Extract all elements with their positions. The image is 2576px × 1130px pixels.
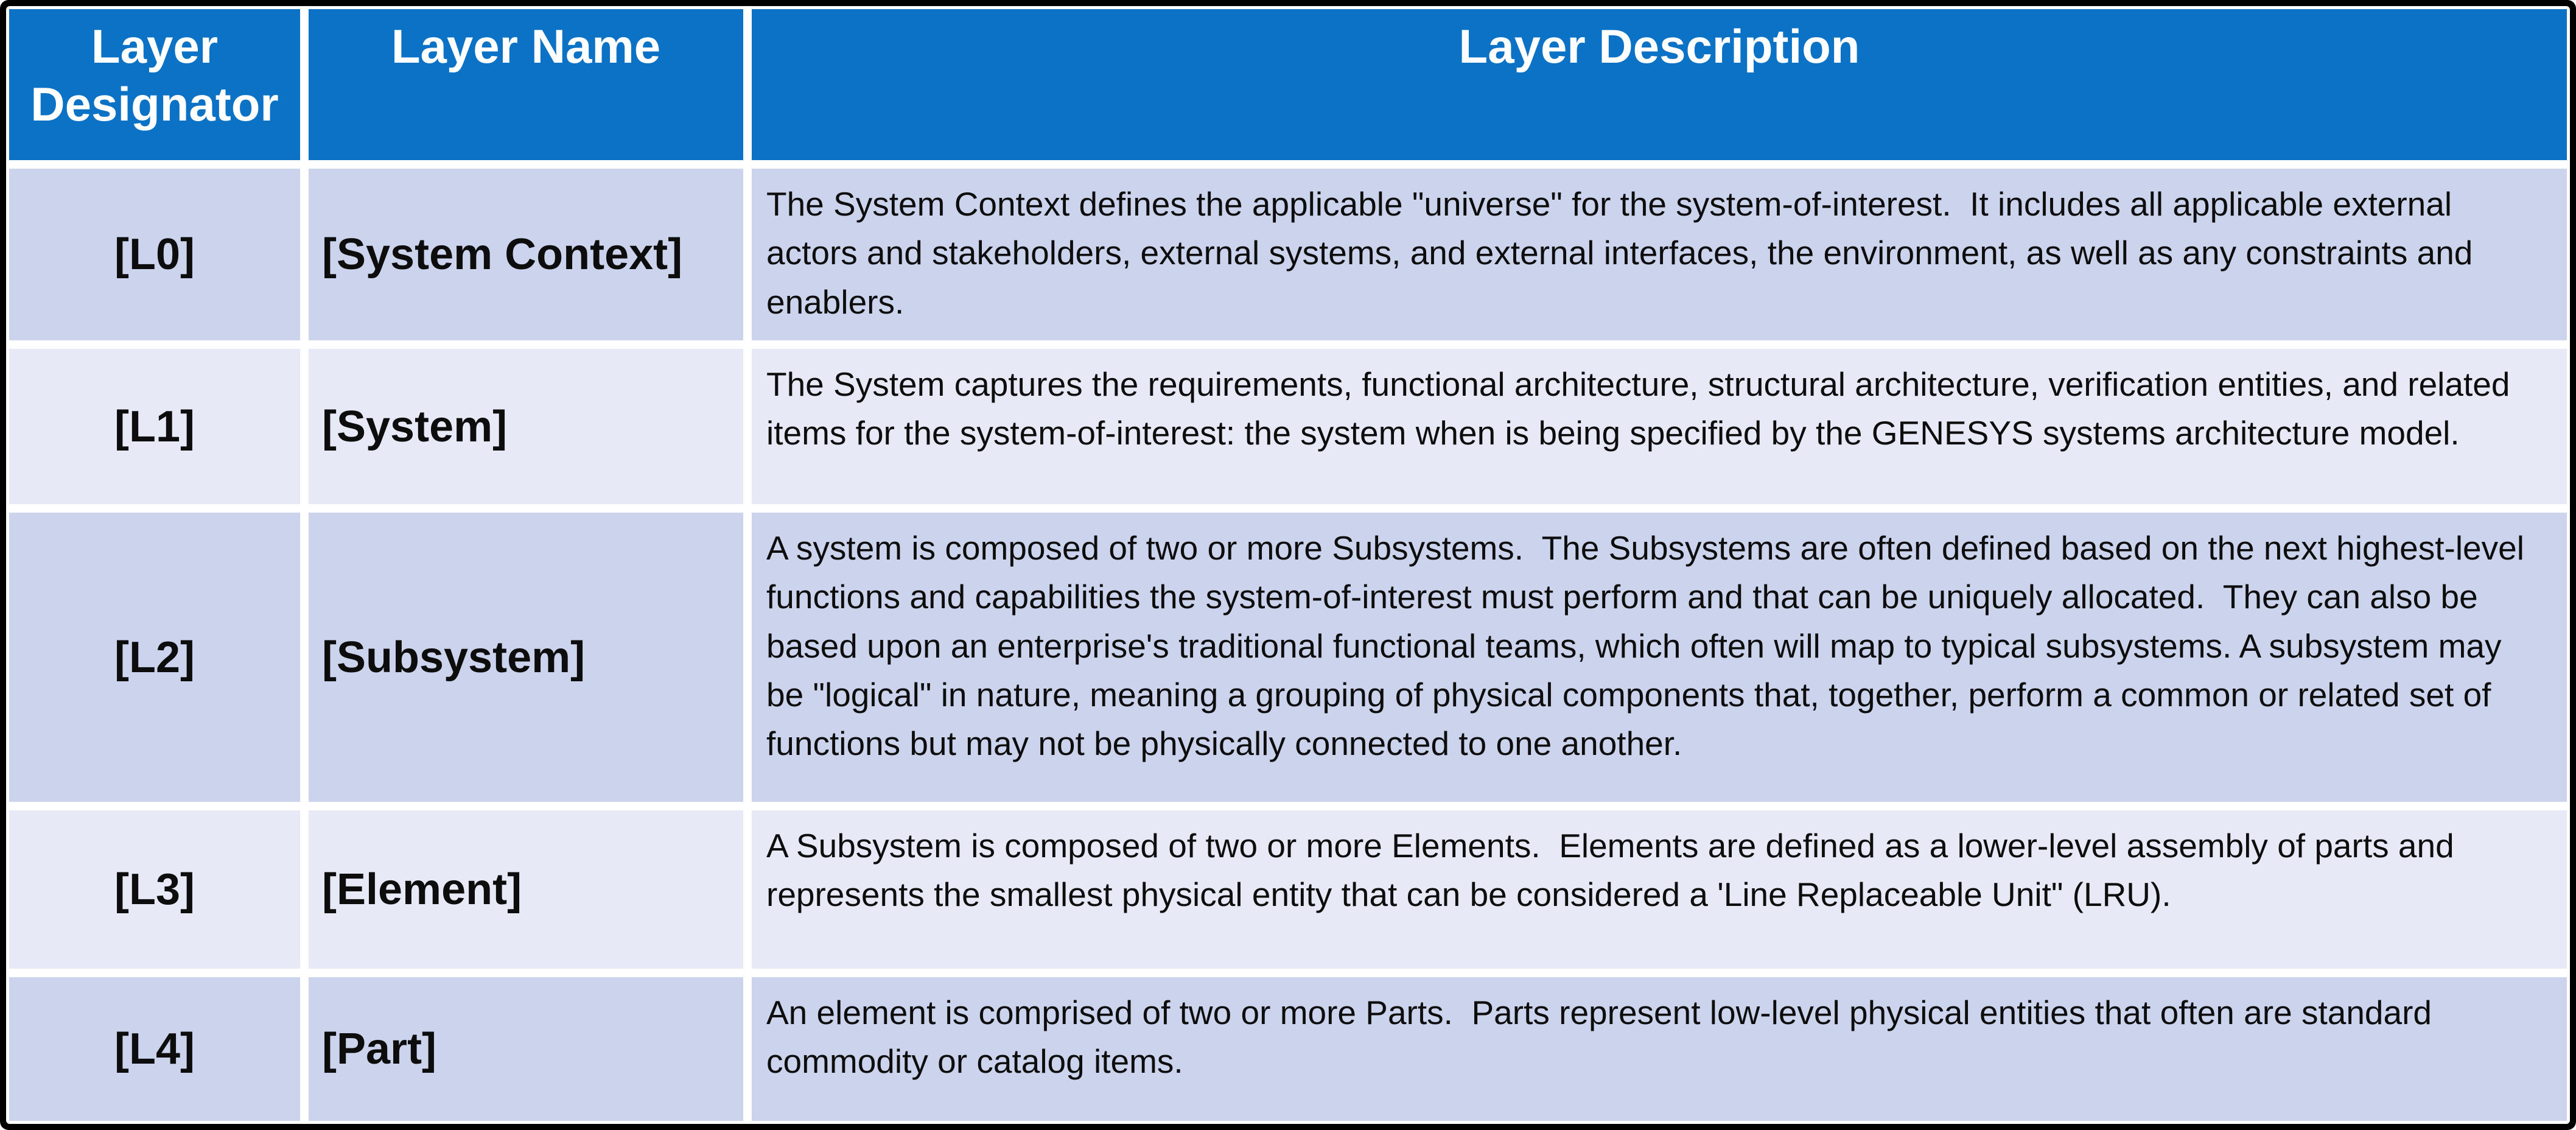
row-l3-description: A Subsystem is composed of two or more E… bbox=[752, 810, 2567, 969]
row-l0-description: The System Context defines the applicabl… bbox=[752, 169, 2567, 340]
row-l3-name: [Element] bbox=[309, 810, 743, 969]
layers-table-grid: Layer Designator Layer Name Layer Descri… bbox=[6, 6, 2570, 1124]
row-l4-description: An element is comprised of two or more P… bbox=[752, 977, 2567, 1121]
row-l1-designator: [L1] bbox=[9, 349, 300, 504]
column-header-layer-description: Layer Description bbox=[752, 9, 2567, 160]
row-l4-name: [Part] bbox=[309, 977, 743, 1121]
row-l2-description: A system is composed of two or more Subs… bbox=[752, 513, 2567, 802]
row-l2-name: [Subsystem] bbox=[309, 513, 743, 802]
row-l0-designator: [L0] bbox=[9, 169, 300, 340]
row-l1-name: [System] bbox=[309, 349, 743, 504]
row-l1-description: The System captures the requirements, fu… bbox=[752, 349, 2567, 504]
column-header-layer-designator: Layer Designator bbox=[9, 9, 300, 160]
column-header-layer-name: Layer Name bbox=[309, 9, 743, 160]
row-l3-designator: [L3] bbox=[9, 810, 300, 969]
row-l0-name: [System Context] bbox=[309, 169, 743, 340]
row-l2-designator: [L2] bbox=[9, 513, 300, 802]
row-l4-designator: [L4] bbox=[9, 977, 300, 1121]
